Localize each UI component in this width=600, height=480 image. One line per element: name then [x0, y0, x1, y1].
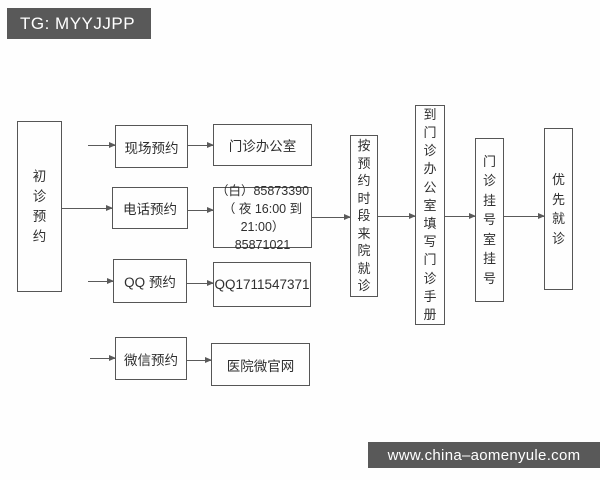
arrow-into-onsite-method	[88, 142, 116, 148]
arrow-into-qq-method	[88, 278, 114, 284]
flow-box-wechat-method: 微信预约	[115, 337, 187, 380]
flow-box-phone-method: 电话预约	[112, 187, 188, 229]
flow-box-step-register: 门诊挂号室挂号	[475, 138, 504, 302]
flow-box-phone-target-line3: 21:00）85871021	[234, 219, 291, 252]
flow-box-qq-target: QQ1711547371	[213, 262, 311, 307]
arrow-into-wechat-method	[90, 355, 116, 361]
flow-box-start-label: 初诊预约	[32, 168, 47, 244]
flow-box-wechat-target-label: 医院微官网	[226, 358, 295, 374]
arrow-phone-method-to-target	[188, 207, 214, 213]
telegram-tag-watermark: TG: MYYJJPP	[7, 8, 151, 39]
flow-box-step-fill-form-label: 到门诊办公室填写门诊手册	[423, 106, 437, 323]
flow-box-phone-target-line1: （白）85873390	[215, 183, 310, 198]
flow-box-phone-method-label: 电话预约	[123, 202, 177, 217]
arrow-register-to-priority	[504, 213, 545, 219]
arrow-wechat-method-to-target	[187, 357, 212, 363]
flow-box-onsite-method-label: 现场预约	[124, 140, 179, 156]
flow-box-step-visit: 按预约时段来院就诊	[350, 135, 378, 297]
flow-box-wechat-target: 医院微官网	[211, 343, 310, 386]
arrow-fill-form-to-register	[445, 213, 476, 219]
flow-box-step-priority-label: 优先就诊	[551, 172, 565, 246]
arrow-step-visit-to-fill-form	[378, 213, 416, 219]
flow-box-onsite-target-label: 门诊办公室	[228, 139, 297, 154]
flow-box-phone-target: （白）85873390 （ 夜 16:00 到 21:00）85871021	[213, 184, 312, 252]
arrow-qq-method-to-target	[187, 280, 214, 286]
arrow-start-to-phone-method	[62, 205, 113, 211]
flow-box-qq-target-label: QQ1711547371	[214, 277, 310, 292]
flow-box-phone-target-line2: （ 夜 16:00 到	[222, 201, 303, 216]
flow-box-start: 初诊预约	[17, 121, 62, 292]
website-url-watermark: www.china–aomenyule.com	[368, 442, 600, 468]
flow-box-onsite-method: 现场预约	[115, 125, 188, 168]
flow-box-step-register-label: 门诊挂号室挂号	[482, 153, 496, 286]
arrow-onsite-method-to-target	[188, 142, 214, 148]
arrow-phone-target-to-step-visit	[312, 214, 351, 220]
flow-box-step-priority: 优先就诊	[544, 128, 573, 290]
flow-box-qq-method: QQ 预约	[113, 259, 187, 303]
flow-box-qq-method-label: QQ 预约	[124, 275, 176, 290]
flow-box-onsite-target: 门诊办公室	[213, 124, 312, 166]
flow-box-wechat-method-label: 微信预约	[124, 352, 178, 368]
flow-box-step-visit-label: 按预约时段来院就诊	[357, 138, 371, 294]
flow-box-step-fill-form: 到门诊办公室填写门诊手册	[415, 105, 445, 325]
